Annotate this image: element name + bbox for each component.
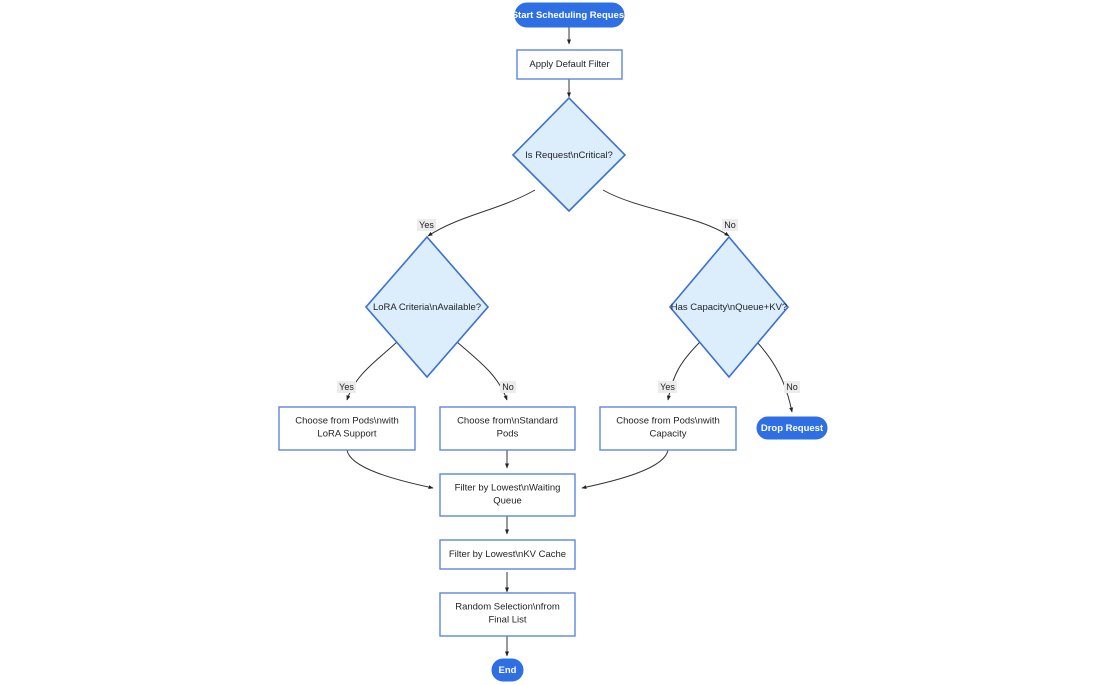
random-selection-label-line1: Random Selection\nfrom: [455, 602, 560, 613]
edge-label-lora-yes: Yes: [337, 381, 356, 393]
choose-lora-pods-label-line2: LoRA Support: [317, 429, 377, 440]
drop-request-label: Drop Request: [761, 423, 824, 434]
edge-label-capacity-yes: Yes: [658, 381, 677, 393]
edge-is-request-critical-yes-to-lora-criteria: [427, 189, 536, 237]
node-apply-default-filter[interactable]: Apply Default Filter: [516, 49, 623, 80]
node-has-capacity[interactable]: Has Capacity\nQueue+KV?: [668, 235, 790, 379]
edge-label-critical-yes-text: Yes: [419, 220, 434, 230]
edge-has-capacity-yes-to-choose-capacity-pods: [666, 341, 701, 401]
edge-lora-criteria-no-to-choose-standard-pods: [456, 341, 508, 401]
node-filter-kv-cache[interactable]: Filter by Lowest\nKV Cache: [439, 539, 576, 570]
node-start[interactable]: Start Scheduling Request: [512, 2, 628, 28]
lora-criteria-available-shape: [364, 235, 490, 379]
choose-standard-pods-label-line1: Choose from\nStandard: [457, 416, 558, 427]
node-is-request-critical[interactable]: Is Request\nCritical?: [511, 96, 627, 213]
end-label: End: [499, 665, 517, 676]
random-selection-shape: [439, 592, 576, 637]
edge-label-critical-yes: Yes: [417, 219, 436, 231]
start-label: Start Scheduling Request: [512, 10, 628, 21]
apply-default-filter-label: Apply Default Filter: [529, 59, 609, 70]
has-capacity-label: Has Capacity\nQueue+KV?: [671, 302, 787, 313]
edge-label-critical-no-bg: [722, 219, 738, 231]
choose-lora-pods-label-line1: Choose from Pods\nwith: [295, 416, 399, 427]
edge-label-capacity-no: No: [784, 381, 800, 393]
edge-choose-capacity-pods-to-filter-waiting-queue: [581, 449, 669, 490]
choose-standard-pods-shape: [439, 406, 576, 451]
node-choose-capacity-pods[interactable]: Choose from Pods\nwith Capacity: [599, 406, 737, 451]
choose-standard-pods-label-line2: Pods: [497, 429, 519, 440]
edge-label-lora-yes-text: Yes: [339, 382, 354, 392]
filter-kv-cache-shape: [439, 539, 576, 570]
filter-waiting-queue-label-line2: Queue: [493, 496, 522, 507]
node-choose-lora-pods[interactable]: Choose from Pods\nwith LoRA Support: [278, 406, 416, 451]
edge-label-critical-no: No: [722, 219, 738, 231]
end-shape: [491, 658, 524, 682]
edge-label-lora-no: No: [500, 381, 516, 393]
edge-choose-lora-pods-to-filter-waiting-queue: [346, 449, 434, 490]
apply-default-filter-shape: [516, 49, 623, 80]
filter-waiting-queue-shape: [439, 473, 576, 517]
is-request-critical-label: Is Request\nCritical?: [525, 150, 613, 161]
node-drop-request[interactable]: Drop Request: [756, 416, 828, 440]
has-capacity-shape: [668, 235, 790, 379]
drop-request-shape: [756, 416, 828, 440]
start-shape: [514, 2, 625, 28]
edge-label-capacity-yes-bg: [658, 381, 677, 393]
filter-waiting-queue-label-line1: Filter by Lowest\nWaiting: [455, 483, 561, 494]
edge-has-capacity-no-to-drop-request: [756, 341, 794, 413]
edge-lora-criteria-yes-to-choose-lora-pods: [346, 341, 398, 401]
edge-layer: [346, 27, 794, 657]
node-end[interactable]: End: [491, 658, 524, 682]
node-lora-criteria-available[interactable]: LoRA Criteria\nAvailable?: [364, 235, 490, 379]
edge-label-lora-no-bg: [500, 381, 516, 393]
lora-criteria-available-label: LoRA Criteria\nAvailable?: [373, 302, 481, 313]
choose-capacity-pods-shape: [599, 406, 737, 451]
is-request-critical-shape: [511, 96, 627, 213]
node-choose-standard-pods[interactable]: Choose from\nStandard Pods: [439, 406, 576, 451]
edge-label-lora-no-text: No: [502, 382, 514, 392]
node-filter-waiting-queue[interactable]: Filter by Lowest\nWaiting Queue: [439, 473, 576, 517]
choose-capacity-pods-label-line2: Capacity: [650, 429, 687, 440]
node-random-selection[interactable]: Random Selection\nfrom Final List: [439, 592, 576, 637]
choose-capacity-pods-label-line1: Choose from Pods\nwith: [616, 416, 720, 427]
random-selection-label-line2: Final List: [488, 615, 526, 626]
edge-label-capacity-no-bg: [784, 381, 800, 393]
edge-label-critical-yes-bg: [417, 219, 436, 231]
edge-label-lora-yes-bg: [337, 381, 356, 393]
edge-label-capacity-no-text: No: [786, 382, 798, 392]
filter-kv-cache-label: Filter by Lowest\nKV Cache: [449, 549, 566, 560]
edge-is-request-critical-no-to-has-capacity: [602, 189, 730, 237]
choose-lora-pods-shape: [278, 406, 416, 451]
edge-label-capacity-yes-text: Yes: [660, 382, 675, 392]
edge-label-layer: Yes No Yes No Yes No: [337, 219, 800, 393]
edge-label-critical-no-text: No: [724, 220, 736, 230]
